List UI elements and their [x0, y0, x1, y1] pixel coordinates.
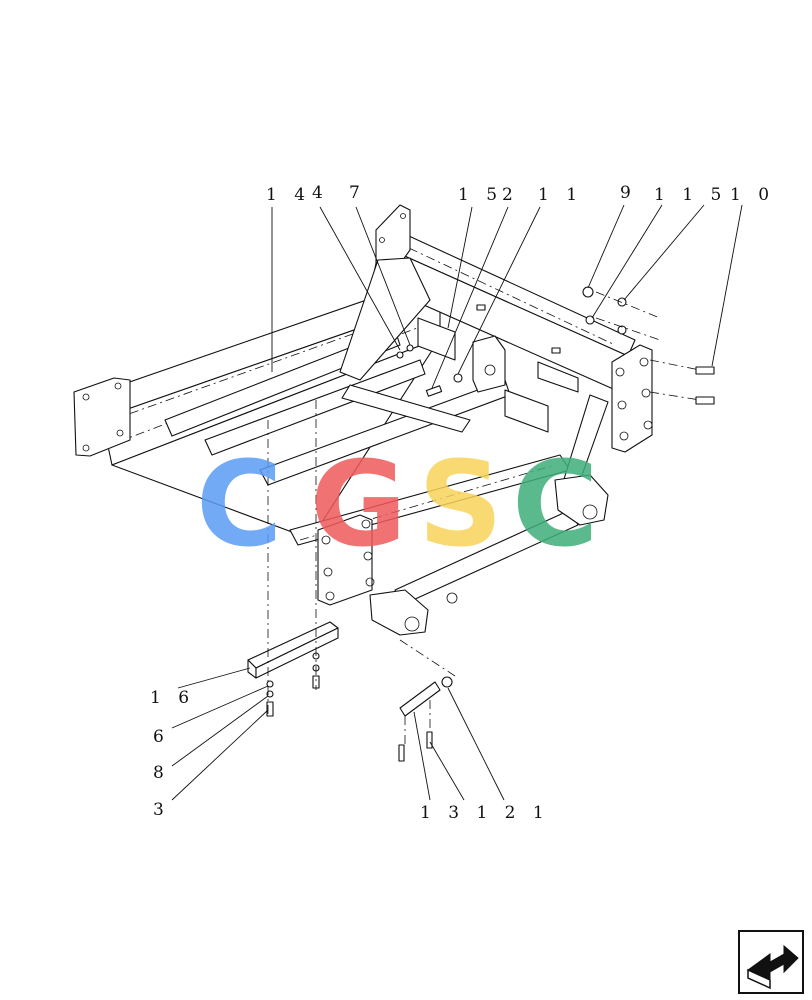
- callout-115: 1 1 5: [654, 185, 727, 205]
- watermark-letter-s: S: [418, 435, 503, 573]
- callout-6: 6: [153, 727, 170, 747]
- next-page-arrow-icon: [747, 944, 799, 990]
- clevis-brackets: [369, 474, 609, 636]
- left-end-flange: [73, 377, 131, 457]
- right-end-plate: [611, 344, 653, 453]
- callout-7: 7: [349, 183, 366, 203]
- callout-13-12-1: 1 3 1 2 1: [420, 803, 550, 823]
- leader-lines: [171, 204, 743, 801]
- lower-exploded-parts: [247, 621, 453, 762]
- callout-14: 1 4: [266, 185, 311, 205]
- hitch-bracket: [417, 317, 579, 433]
- next-page-button[interactable]: [738, 930, 804, 994]
- callout-3: 3: [153, 800, 170, 820]
- callout-labels: 1 4 4 7 1 5 2 1 1 9 1 1 5 1 0 1 6 6 8 3 …: [150, 183, 775, 823]
- callout-2: 2: [502, 185, 519, 205]
- watermark-letter-g: G: [310, 435, 407, 573]
- watermark-letter-c1: C: [196, 435, 283, 573]
- callout-16: 1 6: [150, 688, 195, 708]
- hardware-parts: [396, 286, 715, 405]
- watermark-letter-c2: C: [512, 435, 599, 573]
- callout-9: 9: [620, 183, 637, 203]
- projection-lines: [267, 291, 701, 745]
- callout-15: 1 5: [458, 185, 503, 205]
- callout-8: 8: [153, 763, 170, 783]
- diagonal-strut: [339, 257, 609, 496]
- front-end-plate: [317, 514, 375, 606]
- callout-11: 1 1: [538, 185, 583, 205]
- callout-4: 4: [312, 183, 329, 203]
- watermark-cgsc: C G S C: [196, 435, 599, 573]
- callout-10: 1 0: [730, 185, 775, 205]
